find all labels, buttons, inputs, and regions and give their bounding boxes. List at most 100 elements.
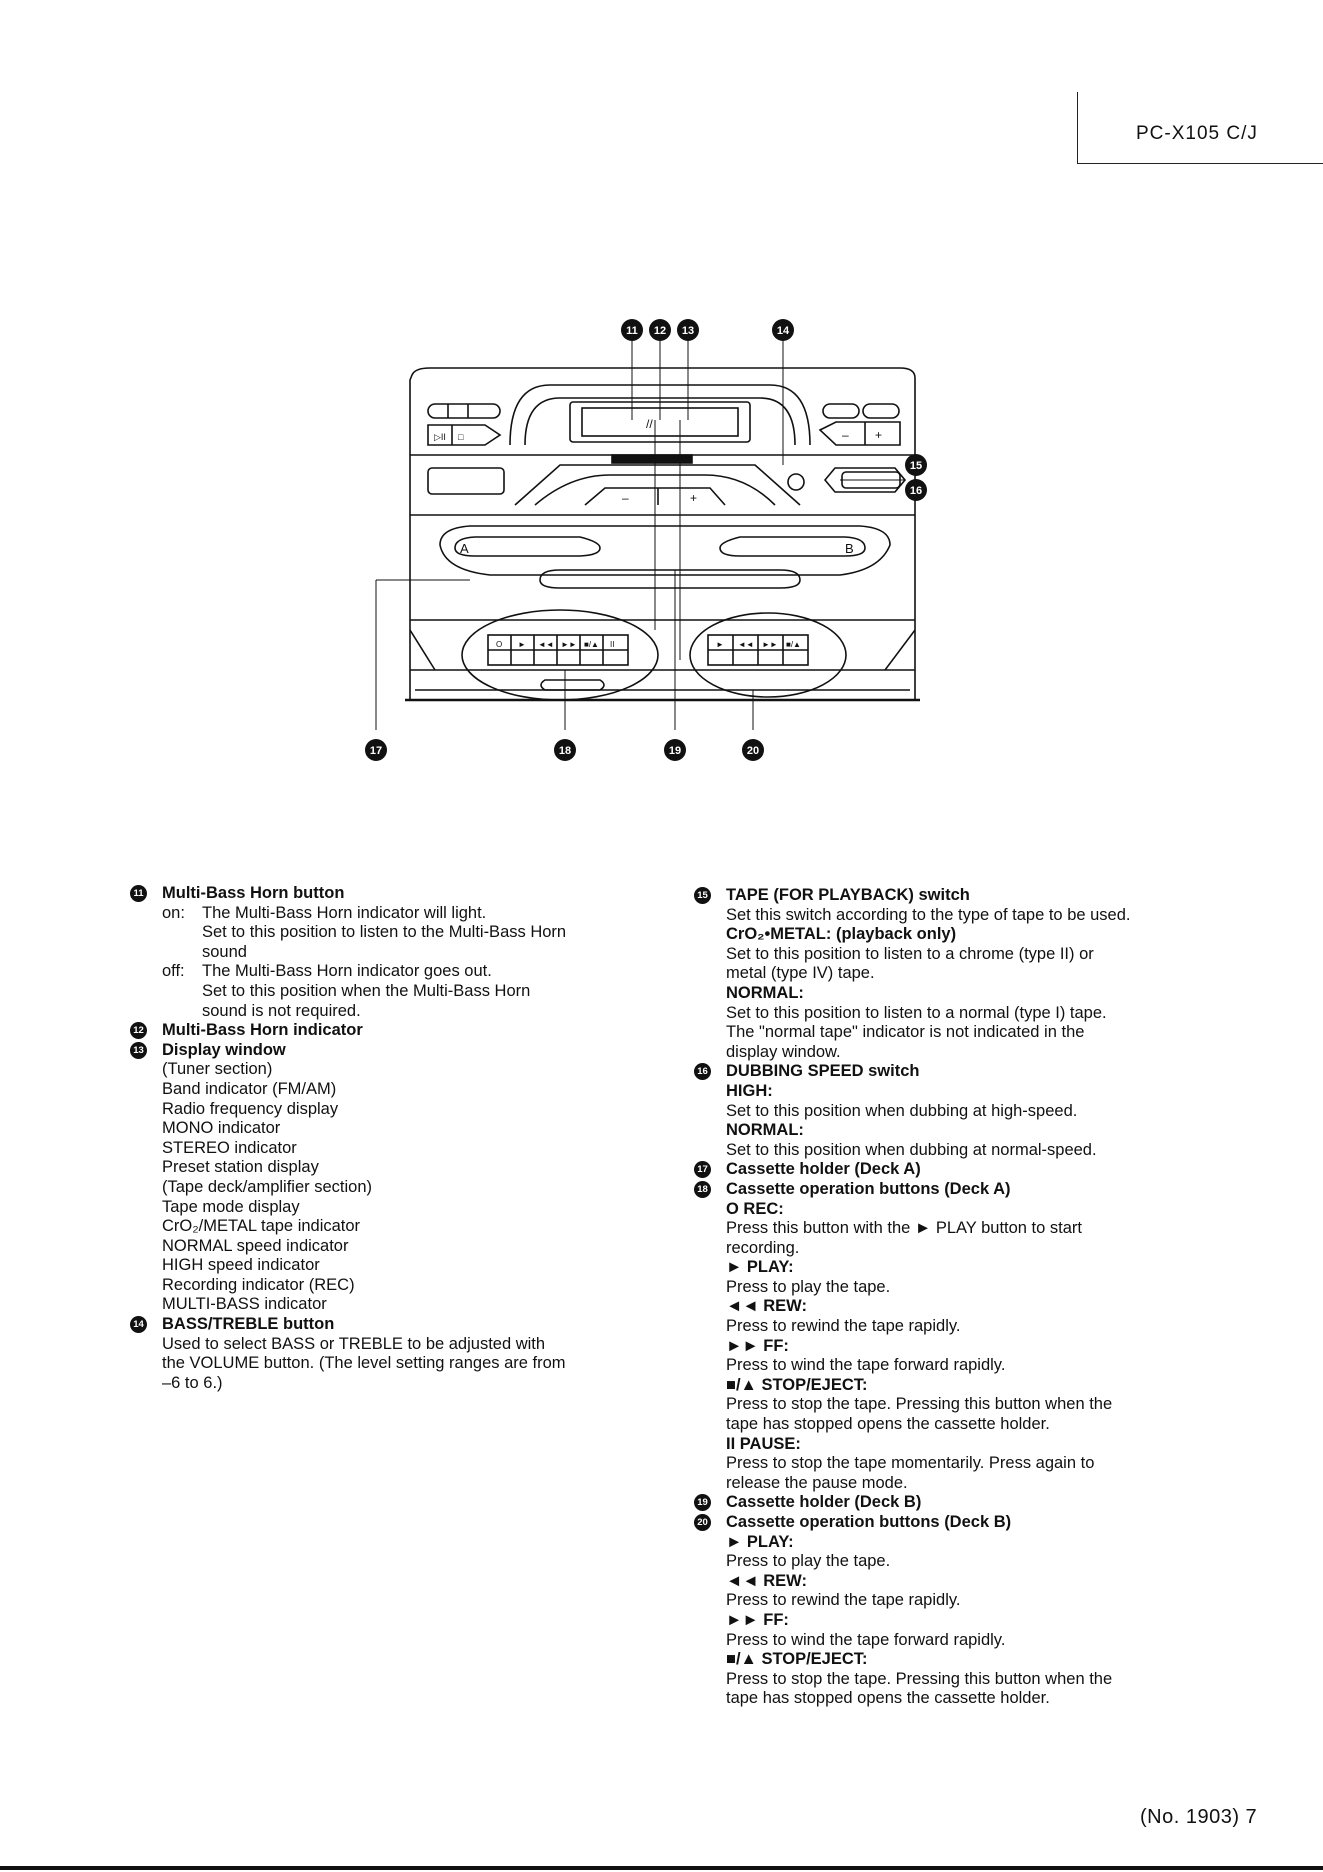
stop-eject-text-1: Press to stop the tape. Pressing this bu… — [726, 1395, 1113, 1414]
bullet-19: 19 — [694, 1494, 711, 1512]
left-column: 11 Multi-Bass Horn button on: The Multi-B… — [130, 884, 610, 1393]
item-15-title: TAPE (FOR PLAYBACK) switch — [726, 886, 970, 904]
item-16: 16 DUBBING SPEED switch HIGH: Set to thi… — [694, 1062, 1174, 1160]
stop-eject-label: ■/▲ STOP/EJECT: — [726, 1375, 868, 1394]
cro2-text-1: Set to this position to listen to a chro… — [726, 944, 1094, 963]
svg-text:◄◄: ◄◄ — [538, 640, 554, 649]
display-line: Recording indicator (REC) — [162, 1275, 355, 1294]
display-line: Preset station display — [162, 1158, 319, 1177]
bullet-11: 11 — [130, 885, 147, 902]
normal-speed-label: NORMAL: — [726, 1121, 804, 1140]
svg-text:▷II: ▷II — [434, 432, 446, 442]
item-11-title: Multi-Bass Horn button — [162, 884, 345, 902]
item-14-title: BASS/TREBLE button — [162, 1315, 335, 1334]
svg-text:►: ► — [716, 640, 724, 649]
callout-19-label: 19 — [669, 745, 681, 757]
top-minus-label: – — [842, 428, 849, 442]
callout-14-marker — [772, 319, 794, 341]
item-11: 11 Multi-Bass Horn button — [130, 884, 610, 904]
rec-text-1: Press this button with the ► PLAY button… — [726, 1219, 1082, 1238]
item-17: 17 Cassette holder (Deck A) — [694, 1160, 1174, 1180]
item-15: 15 TAPE (FOR PLAYBACK) switch Set this s… — [694, 886, 1174, 1062]
svg-text:□: □ — [458, 432, 464, 442]
item-20: 20 Cassette operation buttons (Deck B) ►… — [694, 1513, 1174, 1709]
deck-b-stop-eject-label: ■/▲ STOP/EJECT: — [726, 1650, 868, 1669]
bullet-14: 14 — [130, 1316, 147, 1334]
display-line: Tape mode display — [162, 1197, 300, 1216]
bullet-20: 20 — [694, 1514, 711, 1531]
normal-text-3: display window. — [726, 1042, 841, 1061]
callout-12-marker — [649, 319, 671, 341]
deck-b-rew-label: ◄◄ REW: — [726, 1571, 807, 1590]
item-14: 14 BASS/TREBLE button Used to select BAS… — [130, 1315, 610, 1393]
rec-text-2: recording. — [726, 1238, 800, 1257]
item-19: 19 Cassette holder (Deck B) — [694, 1493, 1174, 1513]
display-line: STEREO indicator — [162, 1138, 297, 1157]
display-line: HIGH speed indicator — [162, 1256, 320, 1275]
display-line: MONO indicator — [162, 1119, 281, 1138]
item-16-title: DUBBING SPEED switch — [726, 1062, 920, 1081]
callout-15-marker — [905, 454, 927, 476]
callout-20-label: 20 — [747, 745, 759, 757]
item-18: 18 Cassette operation buttons (Deck A) O… — [694, 1180, 1174, 1494]
item-18-title: Cassette operation buttons (Deck A) — [726, 1179, 1011, 1198]
deck-b-play-text: Press to play the tape. — [726, 1552, 891, 1571]
bullet-17: 17 — [694, 1161, 711, 1179]
display-line: Band indicator (FM/AM) — [162, 1079, 337, 1098]
off-text: The Multi-Bass Horn indicator goes out. — [202, 962, 492, 981]
page-number: (No. 1903) 7 — [1140, 1806, 1258, 1828]
on-label: on: — [162, 903, 185, 922]
rec-label: O REC: — [726, 1199, 784, 1218]
deck-b-rew-text: Press to rewind the tape rapidly. — [726, 1591, 961, 1610]
display-line: (Tape deck/amplifier section) — [162, 1177, 373, 1196]
deck-b-ff-text: Press to wind the tape forward rapidly. — [726, 1630, 1006, 1649]
off-desc-2: sound is not required. — [202, 1001, 361, 1020]
callout-20-marker — [742, 739, 764, 761]
deck-b-play-label: ► PLAY: — [726, 1532, 794, 1551]
svg-text:■/▲: ■/▲ — [584, 640, 599, 649]
item-14-line: –6 to 6.) — [162, 1373, 223, 1392]
deck-b-label: B — [845, 541, 854, 556]
header-rule-horizontal — [1077, 163, 1323, 164]
svg-text://: // — [646, 417, 653, 431]
on-desc-1: Set to this position to listen to the Mu… — [202, 923, 567, 942]
callout-18-label: 18 — [559, 745, 571, 757]
item-12-title: Multi-Bass Horn indicator — [162, 1021, 363, 1040]
callout-14-label: 14 — [777, 325, 790, 337]
item-19-title: Cassette holder (Deck B) — [726, 1493, 922, 1512]
display-line: Radio frequency display — [162, 1099, 339, 1118]
svg-text:◄◄: ◄◄ — [738, 640, 754, 649]
top-plus-label: + — [875, 428, 882, 442]
callout-17-label: 17 — [370, 745, 382, 757]
unit-front-panel-diagram: ▷II □ // – + – + A B O ► ◄◄ ►► ■/▲ II — [365, 319, 927, 761]
bullet-18: 18 — [694, 1180, 711, 1198]
item-13-title: Display window — [162, 1040, 286, 1059]
ff-label: ►► FF: — [726, 1336, 789, 1355]
pause-text-2: release the pause mode. — [726, 1473, 908, 1492]
svg-text:O: O — [496, 640, 502, 649]
normal-text-2: The "normal tape" indicator is not indic… — [726, 1023, 1085, 1042]
on-desc-2: sound — [202, 942, 247, 961]
deck-b-ff-label: ►► FF: — [726, 1610, 789, 1629]
off-desc-1: Set to this position when the Multi-Bass… — [202, 981, 531, 1000]
cro2-text-2: metal (type IV) tape. — [726, 964, 875, 983]
display-line: CrO₂/METAL tape indicator — [162, 1217, 361, 1236]
display-line: MULTI-BASS indicator — [162, 1295, 327, 1314]
item-13: 13 Display window (Tuner section) Band i… — [130, 1041, 610, 1315]
bullet-12: 12 — [130, 1022, 147, 1040]
callout-12-label: 12 — [654, 325, 666, 337]
svg-text:►: ► — [518, 640, 526, 649]
cro2-label: CrO₂•METAL: (playback only) — [726, 925, 957, 944]
play-label: ► PLAY: — [726, 1258, 794, 1277]
callout-16-marker — [905, 479, 927, 501]
high-text: Set to this position when dubbing at hig… — [726, 1101, 1078, 1120]
stop-eject-text-2: tape has stopped opens the cassette hold… — [726, 1415, 1050, 1434]
item-14-line: the VOLUME button. (The level setting ra… — [162, 1354, 566, 1373]
item-14-line: Used to select BASS or TREBLE to be adju… — [162, 1334, 546, 1353]
callout-16-label: 16 — [910, 485, 922, 497]
item-20-title: Cassette operation buttons (Deck B) — [726, 1513, 1012, 1531]
bullet-13: 13 — [130, 1041, 147, 1059]
pause-text-1: Press to stop the tape momentarily. Pres… — [726, 1454, 1095, 1473]
normal-speed-text: Set to this position when dubbing at nor… — [726, 1140, 1097, 1159]
callout-17-marker — [365, 739, 387, 761]
